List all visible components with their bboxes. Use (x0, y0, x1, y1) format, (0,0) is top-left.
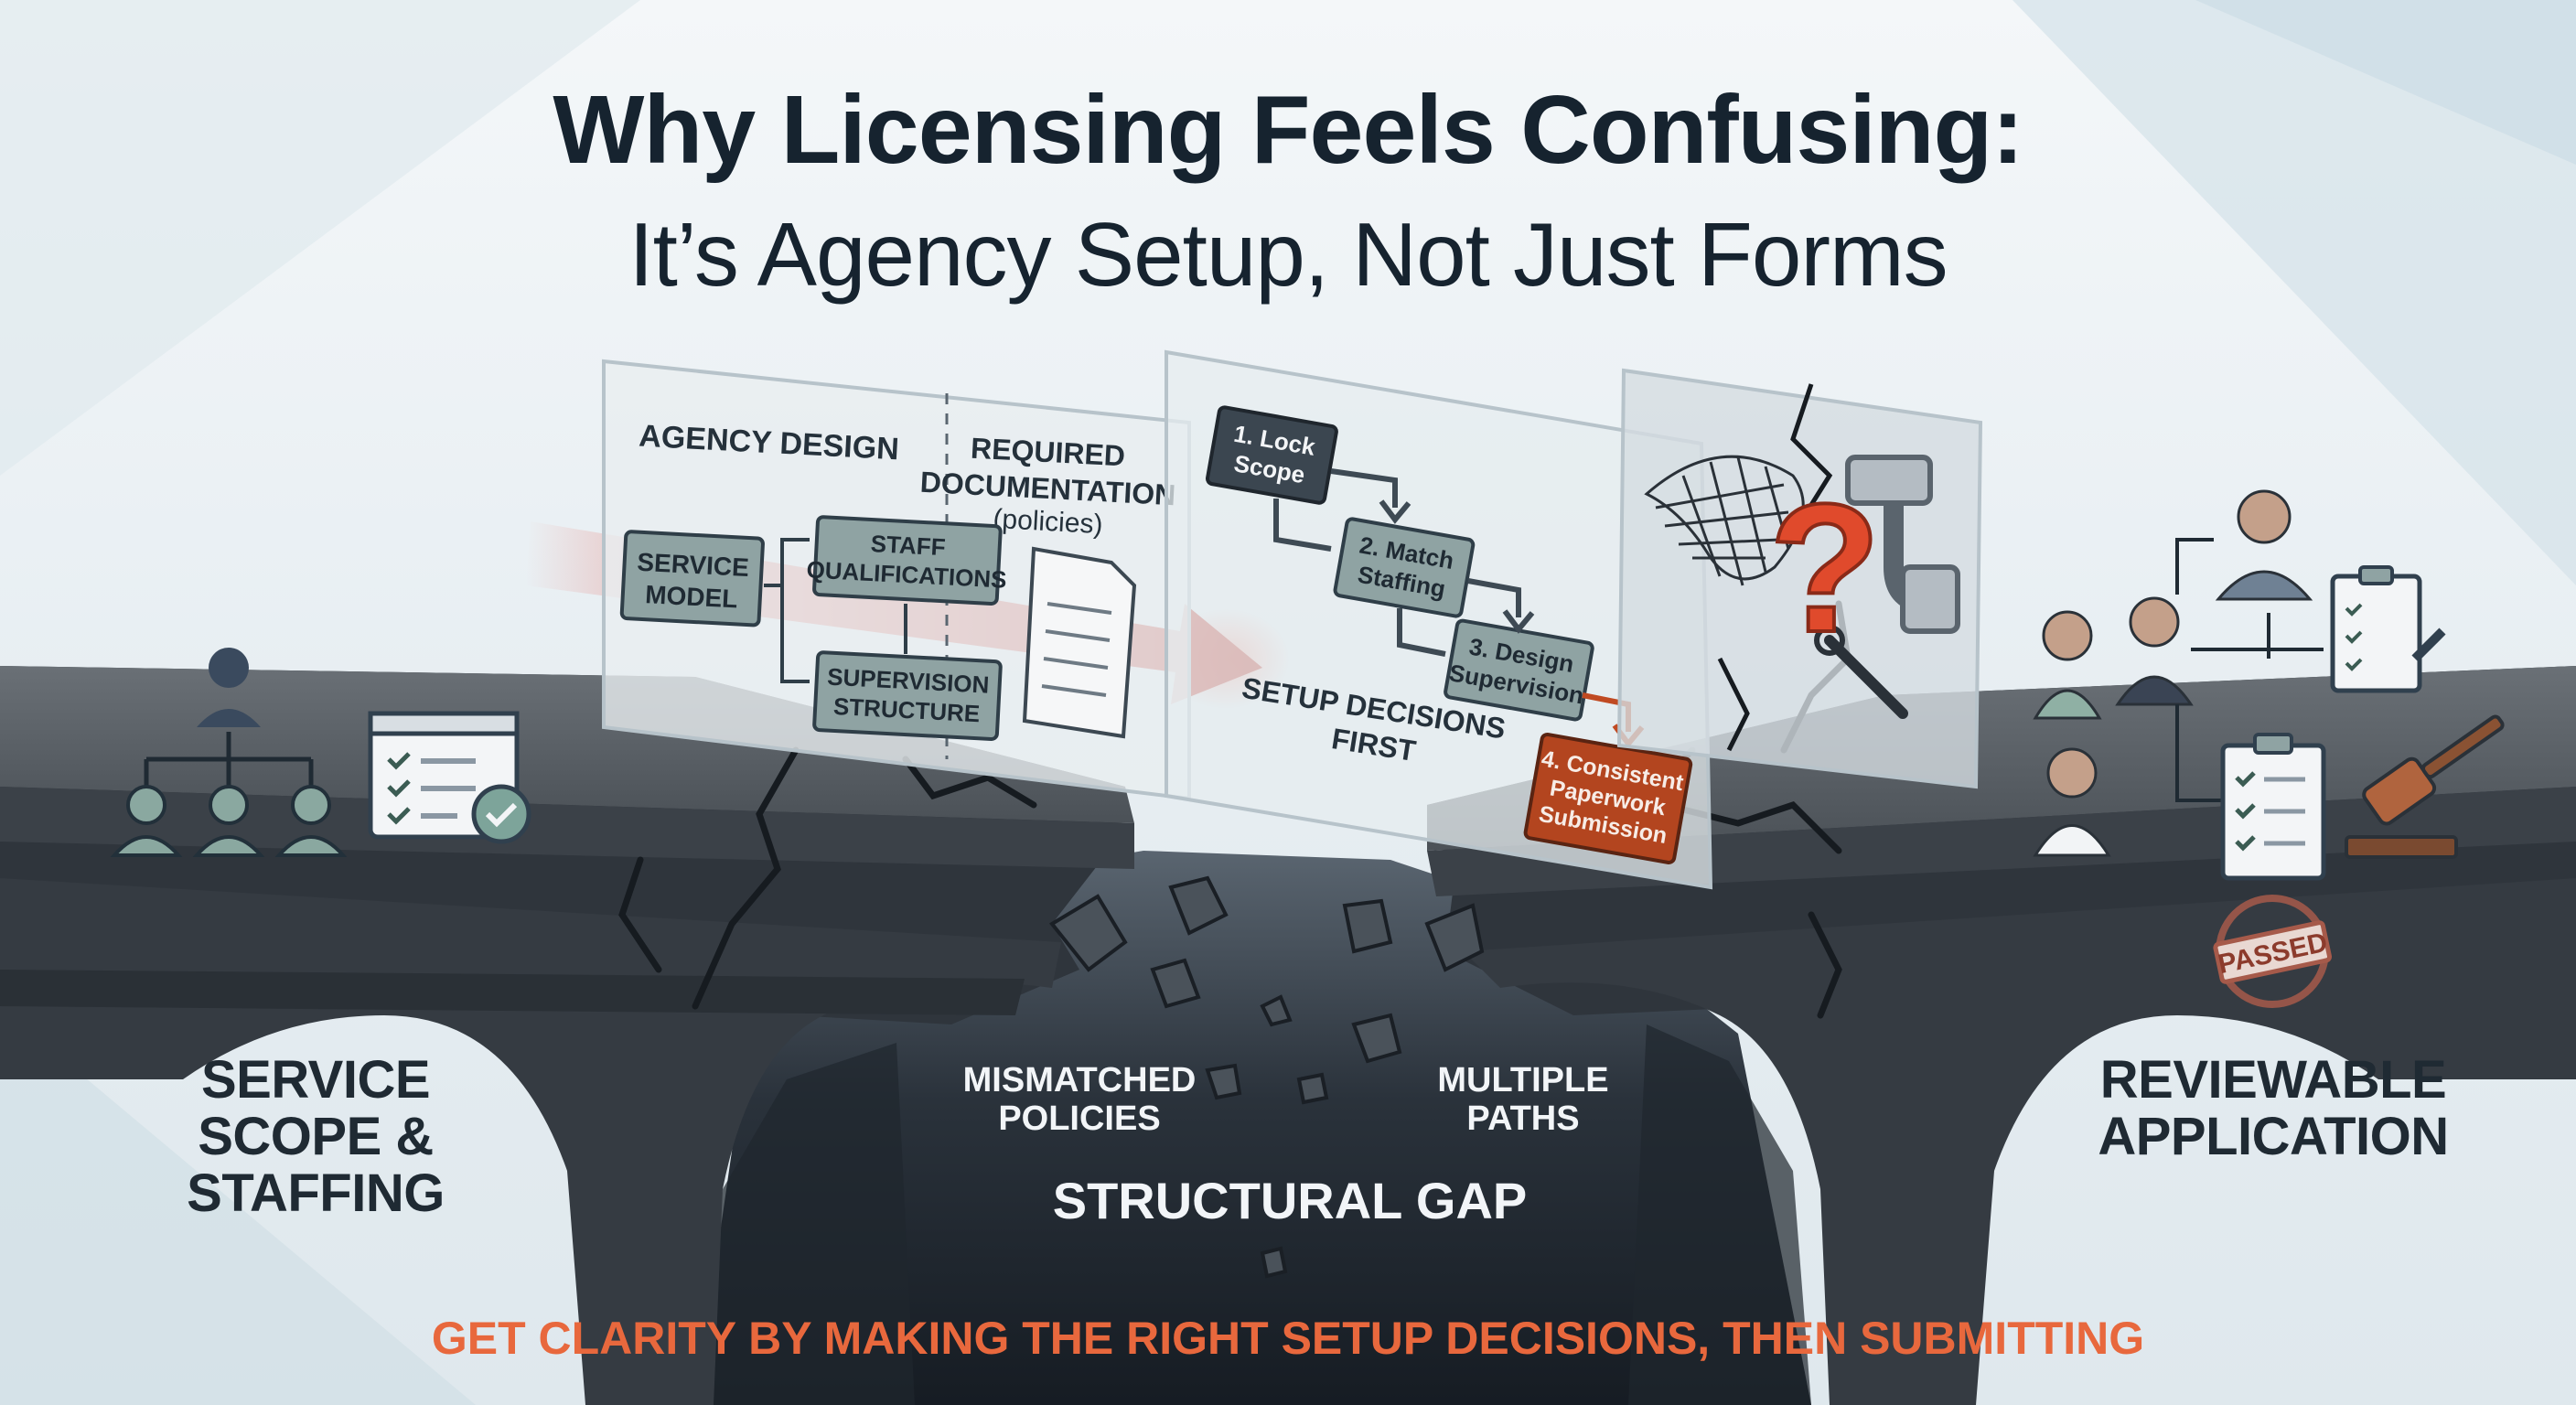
multiple-line2: PATHS (1466, 1099, 1580, 1138)
policies-subheading: (policies) (993, 504, 1104, 540)
call-to-action: GET CLARITY BY MAKING THE RIGHT SETUP DE… (431, 1313, 2145, 1364)
confusion-panel: ? (1616, 368, 1983, 789)
title-line2: It’s Agency Setup, Not Just Forms (628, 204, 1948, 305)
setup-steps-panel: 1. Lock Scope 2. Match Staffing 3. Desig… (1165, 349, 1713, 890)
mismatched-policies-label: MISMATCHED POLICIES (942, 1061, 1217, 1138)
multiple-paths-label: MULTIPLE PATHS (1409, 1061, 1637, 1138)
question-mark-icon: ? (1767, 465, 1883, 672)
staff-line1: STAFF (870, 530, 946, 561)
title-line1: Why Licensing Feels Confusing: (553, 76, 2023, 184)
required-heading: REQUIRED (970, 432, 1126, 473)
agency-design-panel: AGENCY DESIGN REQUIRED DOCUMENTATION (po… (602, 359, 1191, 801)
left-bank-label: SERVICE SCOPE & STAFFING (187, 1050, 445, 1223)
tool-icon (1824, 635, 1908, 719)
multiple-line1: MULTIPLE (1437, 1061, 1609, 1099)
service-model-line2: MODEL (645, 580, 739, 613)
falling-rubble (1049, 875, 1485, 1279)
org-chart-icon (110, 648, 348, 857)
valve-icon (1845, 455, 1960, 634)
gavel-icon (2345, 714, 2505, 859)
right-bank-label: REVIEWABLE APPLICATION (2098, 1050, 2449, 1166)
structural-gap-label: STRUCTURAL GAP (1052, 1172, 1528, 1229)
svg-text:?: ? (1769, 467, 1881, 670)
mismatched-line2: POLICIES (998, 1099, 1161, 1138)
clipboard-icon (2220, 565, 2446, 881)
document-icon (1022, 546, 1137, 739)
mismatched-line1: MISMATCHED (962, 1061, 1197, 1099)
people-icon (2033, 489, 2324, 857)
tangled-net-icon (1644, 455, 1805, 586)
service-model-line1: SERVICE (637, 548, 750, 582)
checklist-screen-icon (368, 711, 531, 844)
